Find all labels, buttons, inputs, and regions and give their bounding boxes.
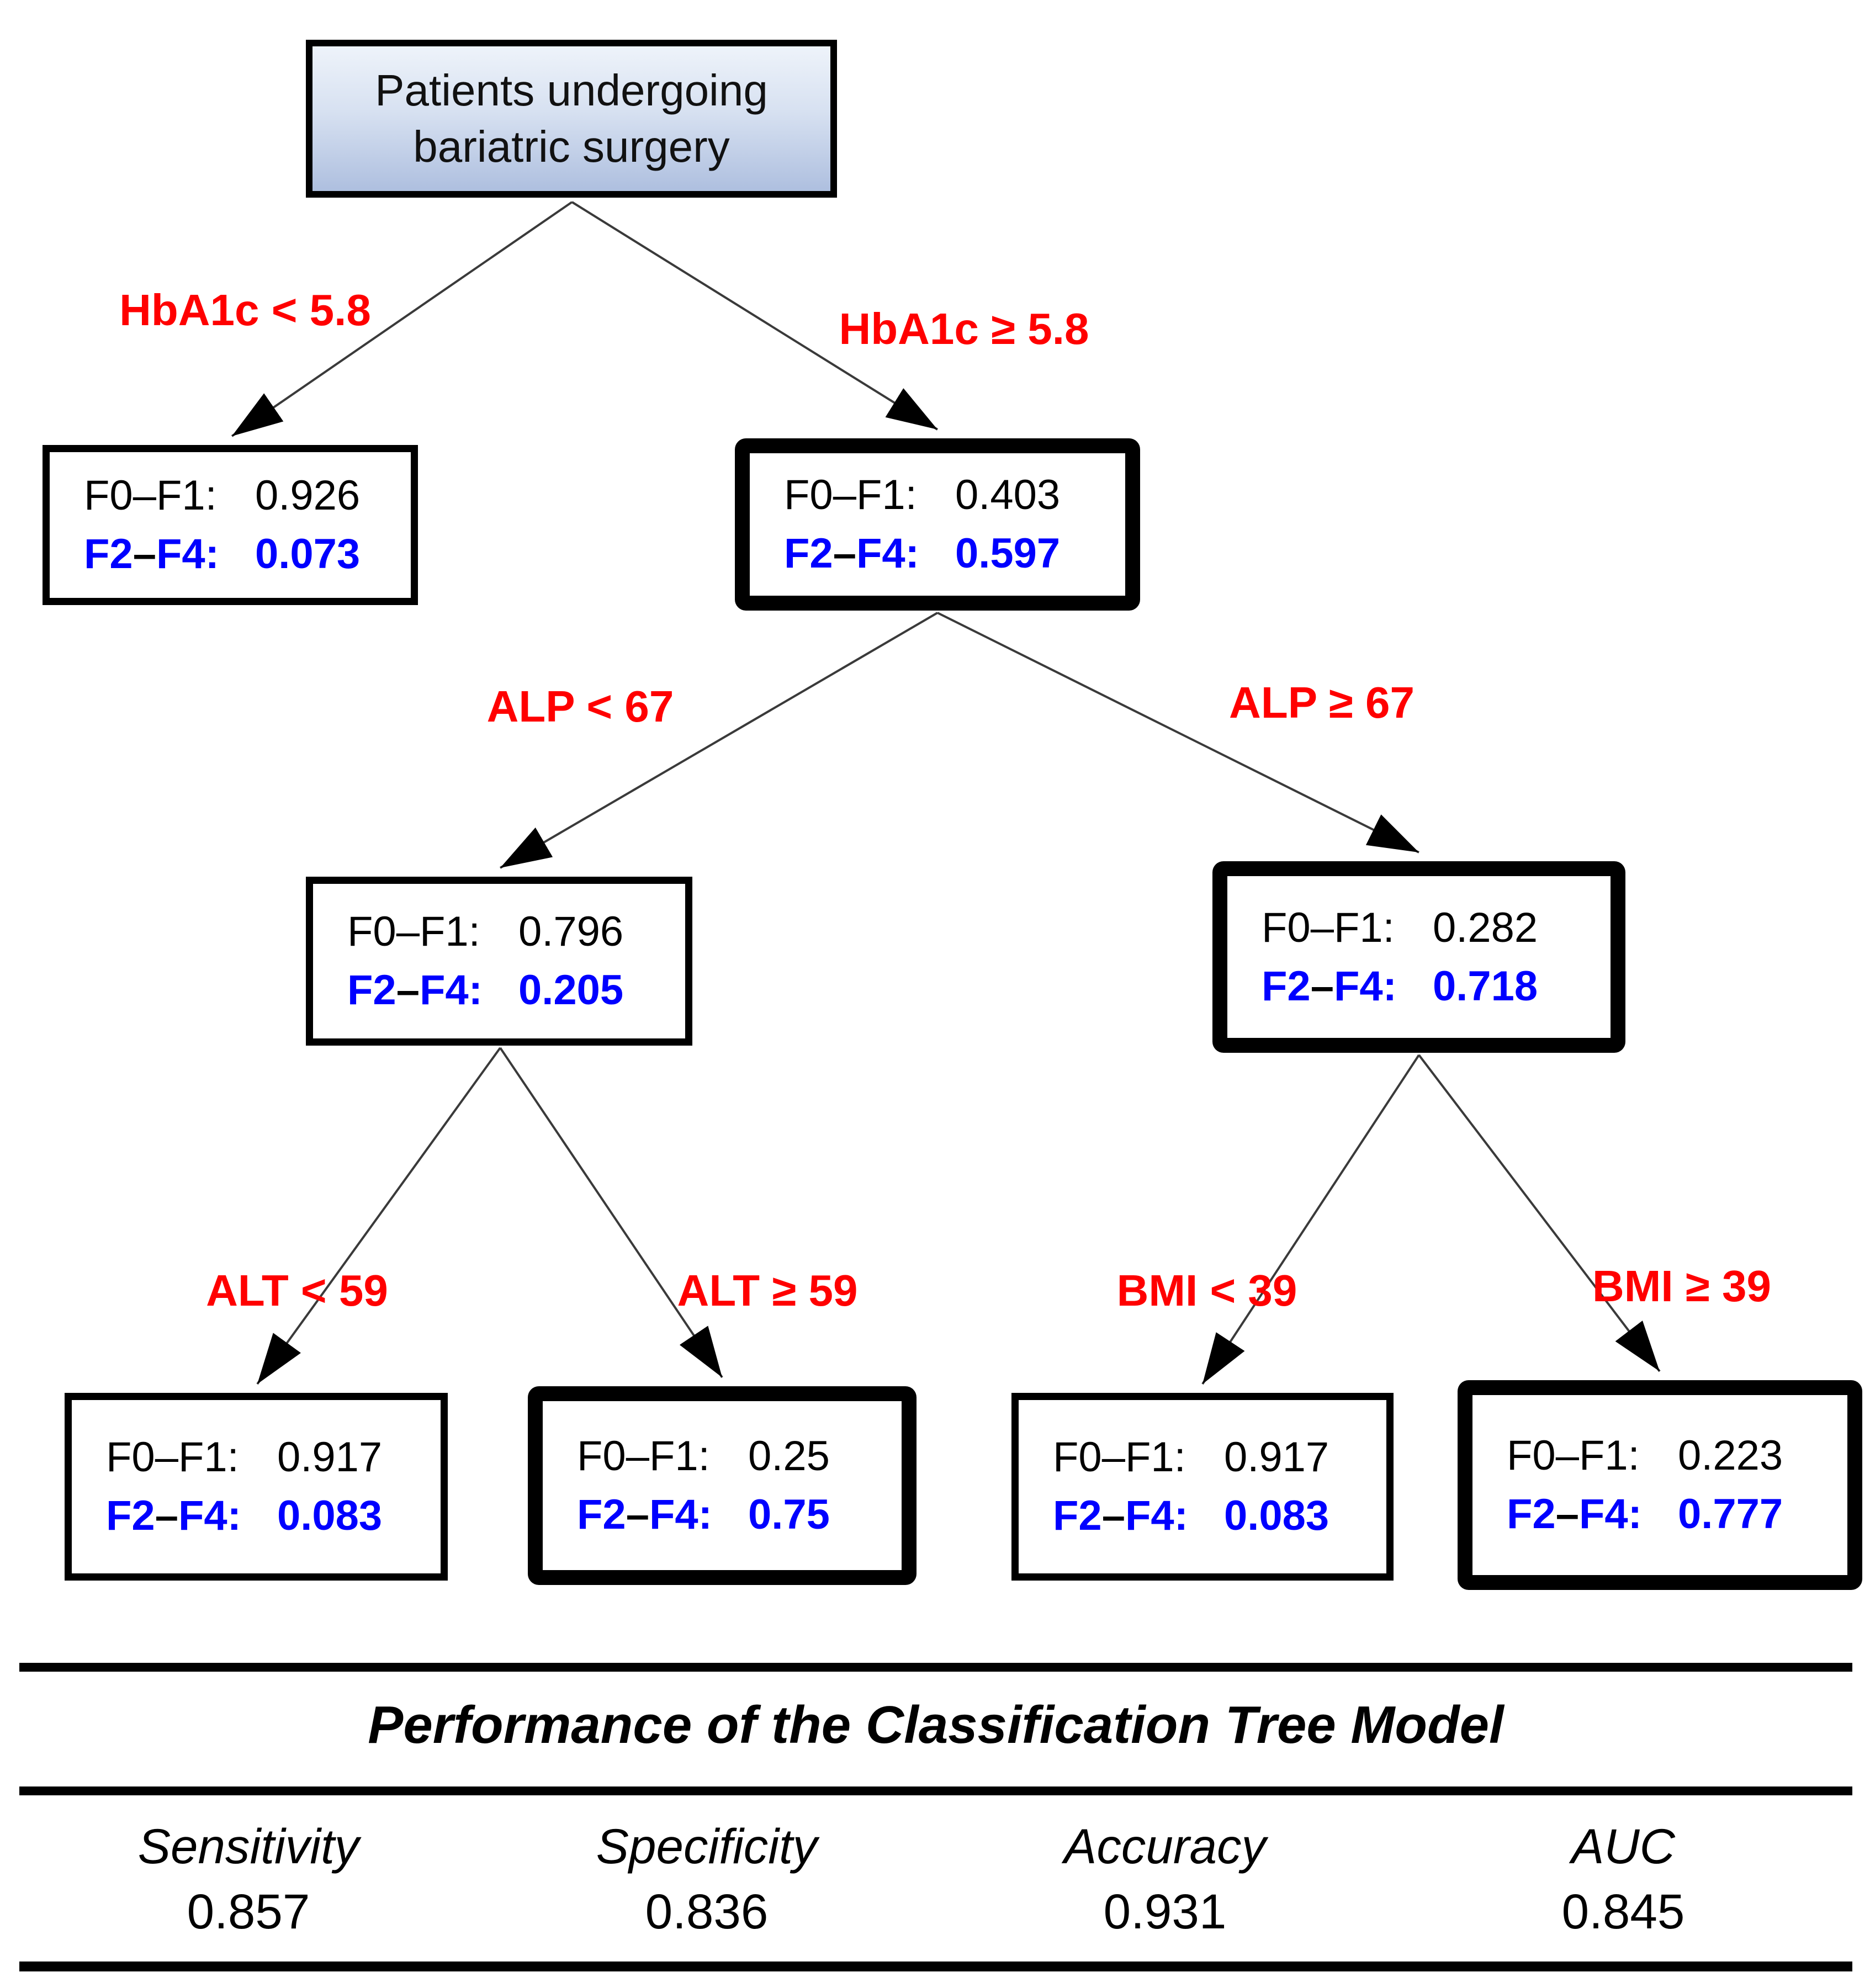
table-value-row: 0.857 0.836 0.931 0.845 bbox=[19, 1887, 1852, 1936]
node-hba1c-high: F0–F1:0.403 F2–F4:0.597 bbox=[735, 438, 1140, 611]
node-f0f1-row: F0–F1:0.917 bbox=[1053, 1434, 1329, 1481]
root-node: Patients undergoing bariatric surgery bbox=[306, 40, 837, 198]
node-f2f4-row: F2–F4:0.205 bbox=[347, 967, 624, 1014]
node-f0f1-row: F0–F1:0.917 bbox=[106, 1434, 383, 1481]
node-f2f4-row: F2–F4:0.597 bbox=[784, 530, 1061, 577]
node-bmi-high: F0–F1:0.223 F2–F4:0.777 bbox=[1458, 1380, 1862, 1590]
branch-label-alt-lt: ALT < 59 bbox=[206, 1266, 388, 1315]
table-title: Performance of the Classification Tree M… bbox=[368, 1695, 1504, 1754]
table-header-row: Sensitivity Specificity Accuracy AUC bbox=[19, 1822, 1852, 1871]
branch-label-bmi-ge: BMI ≥ 39 bbox=[1592, 1261, 1771, 1311]
connector-root-to-hba1c-high bbox=[571, 201, 939, 431]
table-header-sensitivity: Sensitivity bbox=[137, 1819, 359, 1874]
table-value-accuracy: 0.931 bbox=[1103, 1884, 1227, 1939]
table-value-auc: 0.845 bbox=[1561, 1884, 1685, 1939]
connector-root-to-hba1c-low bbox=[231, 201, 573, 437]
node-bmi-low: F0–F1:0.917 F2–F4:0.083 bbox=[1011, 1393, 1394, 1581]
connector-alp-high-to-bmi-low bbox=[1201, 1054, 1420, 1385]
root-node-line2: bariatric surgery bbox=[413, 122, 730, 171]
node-f2f4-row: F2–F4:0.777 bbox=[1507, 1491, 1783, 1538]
node-f2f4-row: F2–F4:0.75 bbox=[577, 1491, 830, 1538]
node-alp-low: F0–F1:0.796 F2–F4:0.205 bbox=[306, 877, 692, 1046]
branch-label-alp-ge: ALP ≥ 67 bbox=[1229, 678, 1415, 727]
table-rule-bottom bbox=[19, 1962, 1852, 1971]
connector-hba1c-high-to-alp-high bbox=[937, 612, 1419, 853]
branch-label-alp-lt: ALP < 67 bbox=[486, 682, 674, 731]
node-f0f1-row: F0–F1:0.223 bbox=[1507, 1432, 1783, 1479]
node-f0f1-row: F0–F1:0.403 bbox=[784, 471, 1061, 518]
branch-label-alt-ge: ALT ≥ 59 bbox=[677, 1266, 858, 1315]
table-value-sensitivity: 0.857 bbox=[187, 1884, 310, 1939]
node-f2f4-row: F2–F4:0.083 bbox=[1053, 1492, 1329, 1539]
connector-alp-low-to-alt-high bbox=[499, 1047, 723, 1379]
table-rule-mid bbox=[19, 1786, 1852, 1795]
table-header-accuracy: Accuracy bbox=[1064, 1819, 1266, 1874]
table-rule-top bbox=[19, 1663, 1852, 1672]
node-f0f1-row: F0–F1:0.926 bbox=[84, 472, 361, 519]
connector-alp-high-to-bmi-high bbox=[1418, 1054, 1661, 1372]
table-header-auc: AUC bbox=[1571, 1819, 1675, 1874]
node-alt-high: F0–F1:0.25 F2–F4:0.75 bbox=[528, 1386, 917, 1585]
connector-alp-low-to-alt-low bbox=[256, 1047, 501, 1385]
node-f2f4-row: F2–F4:0.083 bbox=[106, 1492, 383, 1539]
connector-hba1c-high-to-alp-low bbox=[499, 612, 939, 869]
node-f0f1-row: F0–F1:0.796 bbox=[347, 908, 624, 955]
root-node-line1: Patients undergoing bbox=[375, 66, 768, 115]
node-f0f1-row: F0–F1:0.25 bbox=[577, 1433, 830, 1480]
table-header-specificity: Specificity bbox=[596, 1819, 818, 1874]
node-alp-high: F0–F1:0.282 F2–F4:0.718 bbox=[1212, 861, 1625, 1053]
node-f0f1-row: F0–F1:0.282 bbox=[1262, 904, 1538, 951]
table-value-specificity: 0.836 bbox=[645, 1884, 769, 1939]
node-hba1c-low: F0–F1:0.926 F2–F4:0.073 bbox=[43, 445, 418, 605]
node-alt-low: F0–F1:0.917 F2–F4:0.083 bbox=[65, 1393, 448, 1581]
node-f2f4-row: F2–F4:0.718 bbox=[1262, 962, 1538, 1010]
branch-label-bmi-lt: BMI < 39 bbox=[1116, 1266, 1297, 1315]
node-f2f4-row: F2–F4:0.073 bbox=[84, 531, 361, 577]
branch-label-hba1c-ge: HbA1c ≥ 5.8 bbox=[839, 304, 1089, 353]
branch-label-hba1c-lt: HbA1c < 5.8 bbox=[119, 285, 371, 335]
